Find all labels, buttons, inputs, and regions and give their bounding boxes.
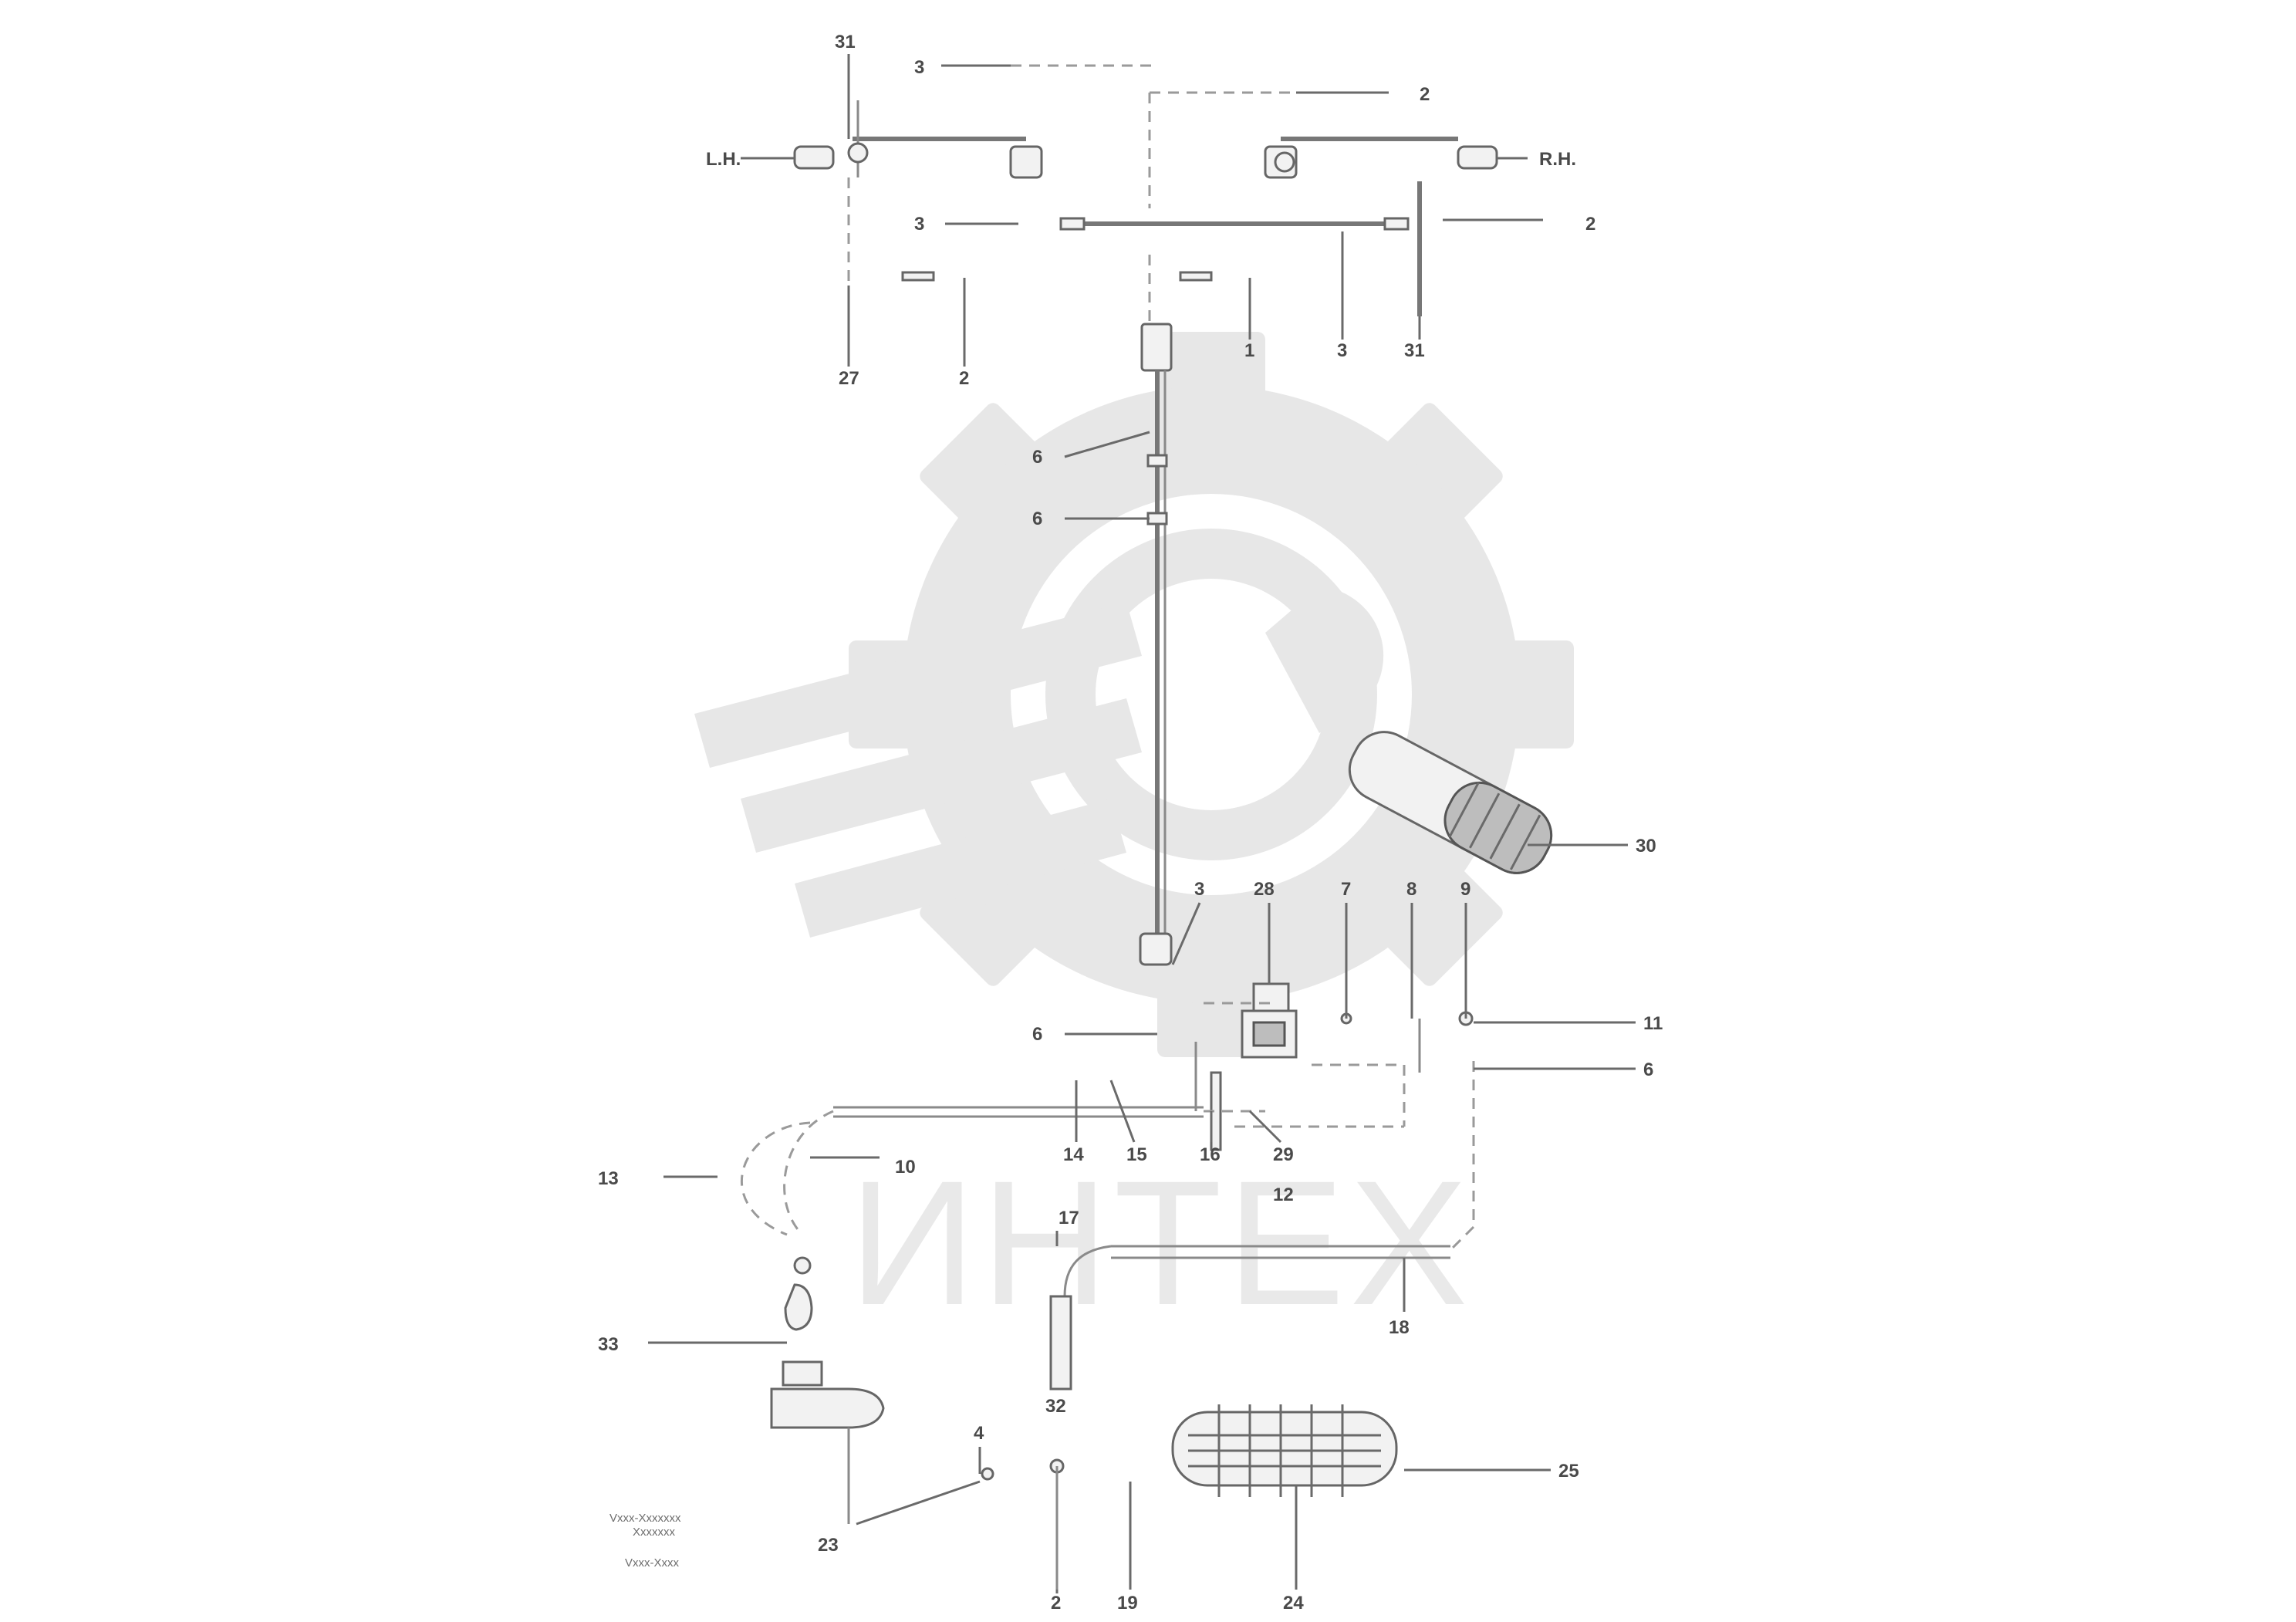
drawing-note-line2: Xxxxxxx bbox=[633, 1526, 676, 1539]
callout-18: 18 bbox=[1389, 1317, 1410, 1338]
callout-6-c: 6 bbox=[1643, 1059, 1653, 1080]
callout-8: 8 bbox=[1406, 879, 1416, 900]
vertical-main-pipe bbox=[1139, 323, 1173, 966]
callout-rh: R.H. bbox=[1539, 149, 1576, 170]
callout-9: 9 bbox=[1460, 879, 1470, 900]
callout-1: 1 bbox=[1244, 340, 1254, 361]
callout-2-under: 2 bbox=[959, 368, 969, 389]
valve-cluster bbox=[1194, 982, 1475, 1252]
callout-30: 30 bbox=[1636, 836, 1656, 857]
callout-12: 12 bbox=[1273, 1184, 1294, 1205]
callout-13: 13 bbox=[598, 1168, 619, 1189]
callout-31-under: 31 bbox=[1404, 340, 1425, 361]
callout-3-top: 3 bbox=[914, 57, 924, 78]
callout-23: 23 bbox=[818, 1535, 839, 1556]
watermark-logo: ИНТЕХ bbox=[694, 332, 1574, 1342]
lower-hydraulic-line bbox=[741, 1106, 1450, 1590]
drawing-note: Vxxx-Xxxxxxx Xxxxxxx Vxxx-Xxxx bbox=[609, 1512, 681, 1570]
callout-31-top: 31 bbox=[835, 32, 856, 52]
top-crossbar-assembly bbox=[793, 64, 1498, 324]
callout-25: 25 bbox=[1558, 1461, 1579, 1482]
callout-6-a: 6 bbox=[1032, 447, 1042, 468]
callout-lh: L.H. bbox=[706, 149, 741, 170]
callout-labels: 31 3 2 L.H. R.H. 3 2 27 2 1 3 31 6 6 30 … bbox=[598, 32, 1663, 1614]
callout-17: 17 bbox=[1059, 1208, 1079, 1228]
callout-16: 16 bbox=[1200, 1144, 1221, 1165]
callout-29: 29 bbox=[1273, 1144, 1294, 1165]
callout-2-bottom: 2 bbox=[1051, 1593, 1061, 1614]
bottom-filter bbox=[1171, 1404, 1398, 1497]
callout-6-d: 6 bbox=[1032, 1024, 1042, 1045]
callout-3-mid: 3 bbox=[1194, 879, 1204, 900]
callout-15: 15 bbox=[1126, 1144, 1147, 1165]
watermark-text: ИНТЕХ bbox=[849, 1144, 1473, 1342]
callout-3-left: 3 bbox=[914, 214, 924, 235]
callout-11: 11 bbox=[1643, 1013, 1663, 1034]
callout-27: 27 bbox=[839, 368, 859, 389]
drawing-note-line3: Vxxx-Xxxx bbox=[625, 1556, 680, 1570]
leader-lines bbox=[648, 54, 1636, 1593]
callout-10: 10 bbox=[895, 1157, 916, 1178]
callout-2-right: 2 bbox=[1585, 214, 1595, 235]
callout-14: 14 bbox=[1063, 1144, 1084, 1165]
callout-19: 19 bbox=[1117, 1593, 1138, 1614]
callout-6-b: 6 bbox=[1032, 509, 1042, 529]
gear-wrench-logo-icon bbox=[694, 332, 1574, 1057]
callout-32: 32 bbox=[1045, 1396, 1066, 1417]
callout-33: 33 bbox=[598, 1334, 619, 1355]
callout-3-under: 3 bbox=[1337, 340, 1347, 361]
callout-2-top: 2 bbox=[1420, 84, 1430, 105]
callout-24: 24 bbox=[1283, 1593, 1304, 1614]
callout-4: 4 bbox=[974, 1423, 984, 1444]
callout-28: 28 bbox=[1254, 879, 1275, 900]
callout-7: 7 bbox=[1341, 879, 1351, 900]
filter-element bbox=[1348, 731, 1553, 874]
drawing-note-line1: Vxxx-Xxxxxxx bbox=[609, 1512, 681, 1525]
